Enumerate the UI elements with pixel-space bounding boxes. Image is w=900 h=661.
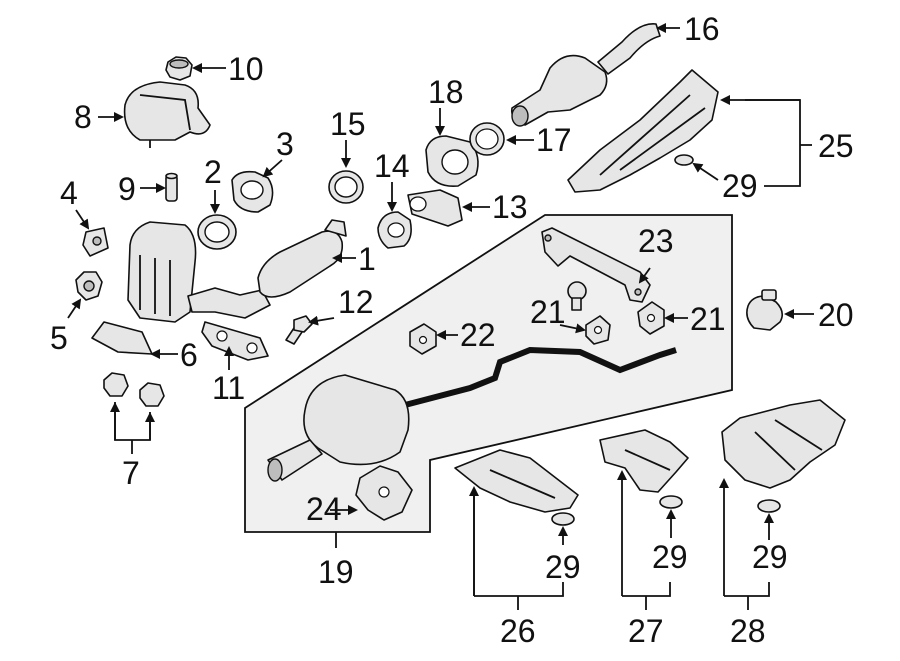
- part-1-front-pipe: [257, 219, 347, 298]
- callout-15: 15: [330, 106, 366, 142]
- callout-24: 24: [306, 491, 342, 527]
- callout-29-27: 29: [652, 539, 688, 575]
- part-20-sensor: [746, 289, 784, 331]
- callout-6: 6: [180, 337, 198, 373]
- part-13-clamp: [407, 189, 463, 227]
- callout-9: 9: [118, 171, 136, 207]
- part-5-nut: [75, 271, 103, 301]
- callout-23: 23: [638, 223, 674, 259]
- callout-29-28: 29: [752, 539, 788, 575]
- part-2-gasket: [197, 214, 237, 250]
- part-9-stud: [165, 172, 178, 202]
- part-25-heat-shield: [567, 69, 719, 193]
- callout-29-26: 29: [545, 549, 581, 585]
- part-19-rear-muffler: [267, 346, 677, 482]
- callout-19: 19: [318, 554, 354, 590]
- part-15-gasket: [328, 170, 364, 204]
- callout-16: 16: [684, 11, 720, 47]
- callout-13: 13: [492, 189, 528, 225]
- callout-10: 10: [228, 51, 264, 87]
- callout-17: 17: [536, 122, 572, 158]
- callout-2: 2: [204, 154, 222, 190]
- callout-11: 11: [212, 370, 245, 406]
- part-22-hanger: [409, 323, 437, 355]
- part-17-gasket: [469, 122, 505, 156]
- callout-18: 18: [428, 74, 464, 110]
- part-29-gasket-upper: [674, 154, 694, 166]
- catalytic-converter: [127, 221, 271, 323]
- part-3-flange: [231, 170, 274, 213]
- part-24-bracket: [355, 465, 413, 521]
- callout-1: 1: [358, 241, 376, 277]
- part-16-flex-pipe: [510, 23, 661, 127]
- part-28-heat-shield: [721, 399, 846, 489]
- callout-27: 27: [628, 613, 664, 649]
- part-26-heat-shield: [454, 449, 579, 513]
- part-29-gasket-27: [659, 495, 683, 509]
- part-4-bracket: [82, 227, 109, 257]
- callout-7: 7: [122, 455, 140, 491]
- part-7-nuts: [103, 372, 165, 407]
- part-6-shield-plate: [91, 321, 153, 355]
- callout-21a: 21: [530, 294, 566, 330]
- part-23-bracket: [541, 227, 651, 303]
- callout-28: 28: [730, 613, 766, 649]
- callout-14: 14: [374, 148, 410, 184]
- callout-22: 22: [460, 317, 496, 353]
- part-11-plate: [201, 321, 269, 361]
- part-29-gasket-26: [551, 512, 575, 526]
- callout-20: 20: [818, 297, 854, 333]
- leader-lines: [67, 23, 814, 610]
- callout-5: 5: [50, 320, 68, 356]
- part-8-heat-shield: [123, 81, 211, 148]
- callout-4: 4: [60, 175, 78, 211]
- part-18-flange: [425, 135, 479, 188]
- hanger-bolt: [567, 281, 587, 311]
- callout-12: 12: [338, 284, 374, 320]
- part-10-nut: [165, 56, 193, 81]
- callout-21b: 21: [690, 301, 726, 337]
- part-14-flange: [377, 211, 412, 249]
- part-27-heat-shield: [599, 429, 689, 493]
- callout-25: 25: [818, 128, 854, 164]
- callout-3: 3: [276, 126, 294, 162]
- callout-8: 8: [74, 99, 92, 135]
- part-21-hanger-right: [637, 301, 665, 335]
- part-29-gasket-28: [757, 499, 781, 513]
- callout-29-upper: 29: [722, 168, 758, 204]
- part-12-bolt: [285, 315, 313, 345]
- callout-26: 26: [500, 613, 536, 649]
- part-21-hanger-left: [585, 315, 611, 345]
